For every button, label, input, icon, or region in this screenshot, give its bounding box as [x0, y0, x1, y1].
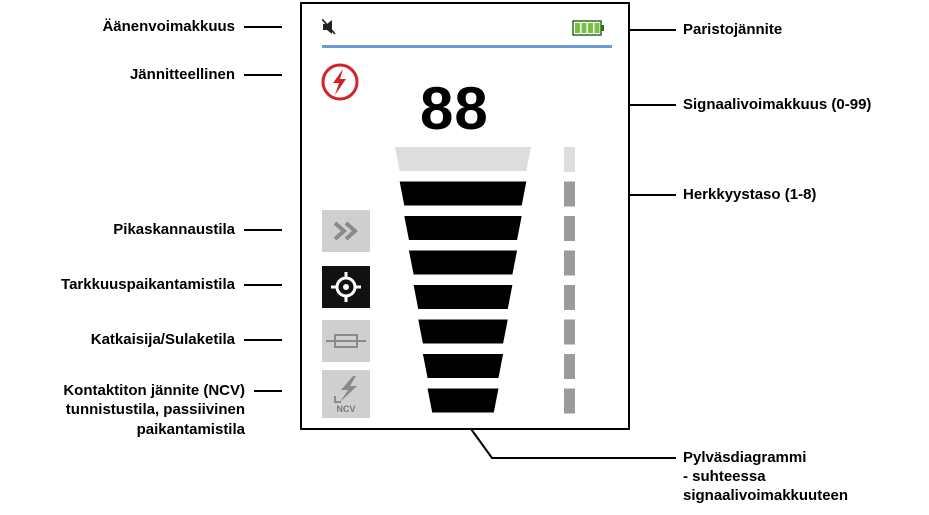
precision-label: Tarkkuuspaikantamistila [61, 276, 235, 293]
sensitivity-block-3 [564, 216, 575, 241]
leader-ncv [254, 390, 282, 392]
bargraph [395, 147, 531, 413]
status-divider [322, 45, 612, 48]
leader-fast-scan [244, 229, 282, 231]
fuse-icon [326, 334, 366, 348]
double-chevron-icon [333, 221, 359, 241]
leader-sensitivity [584, 194, 676, 196]
bargraph-segment-4 [408, 250, 518, 275]
leader-volume [244, 26, 282, 28]
bargraph-segment-7 [422, 354, 504, 378]
speaker-muted-icon [322, 19, 336, 35]
sensitivity-block-8 [564, 388, 575, 414]
breaker-mode [322, 320, 370, 362]
leader-battery [626, 29, 676, 31]
precision-mode [322, 266, 370, 308]
sensitivity-block-4 [564, 250, 575, 276]
bargraph-segment-1 [395, 147, 531, 171]
bargraph-label-line-1: Pylväsdiagrammi [683, 449, 807, 466]
leader-live [244, 74, 282, 76]
device-screen: 88 NCV [300, 2, 630, 430]
volume-label: Äänenvoimakkuus [102, 18, 235, 35]
ncv-label-line-2: tunnistustila, passiivinen [65, 401, 245, 418]
sensitivity-block-5 [564, 285, 575, 310]
sensitivity-label: Herkkyystaso (1-8) [683, 186, 817, 203]
bargraph-segment-3 [404, 216, 522, 240]
signal-strength-label: Signaalivoimakkuus (0-99) [683, 96, 872, 113]
leader-precision [244, 284, 282, 286]
bargraph-label-line-2: - suhteessa [683, 468, 766, 485]
lightning-circle-icon [321, 63, 359, 101]
lightning-ncv-icon [334, 376, 357, 403]
bargraph-segment-8 [427, 388, 499, 413]
ncv-icon-text: NCV [336, 404, 356, 414]
bargraph-segment-5 [413, 285, 513, 309]
fast-scan-label: Pikaskannaustila [113, 221, 235, 238]
live-voltage-label: Jännitteellinen [129, 66, 235, 83]
sensitivity-block-6 [564, 319, 575, 345]
crosshair-icon [331, 272, 361, 302]
signal-strength-value: 88 [420, 75, 489, 142]
sensitivity-level-bar [564, 147, 575, 414]
battery-full-icon [572, 20, 604, 36]
ncv-label-line-1: Kontaktiton jännite (NCV) [63, 382, 245, 399]
sensitivity-block-7 [564, 354, 575, 379]
breaker-label: Katkaisija/Sulaketila [90, 331, 235, 348]
battery-label: Paristojännite [683, 21, 783, 38]
bargraph-segment-2 [399, 181, 527, 206]
sensitivity-block-1 [564, 147, 575, 172]
ncv-mode: NCV [322, 370, 370, 418]
fast-scan-mode [322, 210, 370, 252]
bargraph-segment-6 [418, 319, 508, 344]
sensitivity-block-2 [564, 181, 575, 207]
leader-breaker [244, 339, 282, 341]
bargraph-label-line-3: signaalivoimakkuuteen [683, 487, 849, 504]
ncv-label-line-3: paikantamistila [136, 421, 245, 438]
